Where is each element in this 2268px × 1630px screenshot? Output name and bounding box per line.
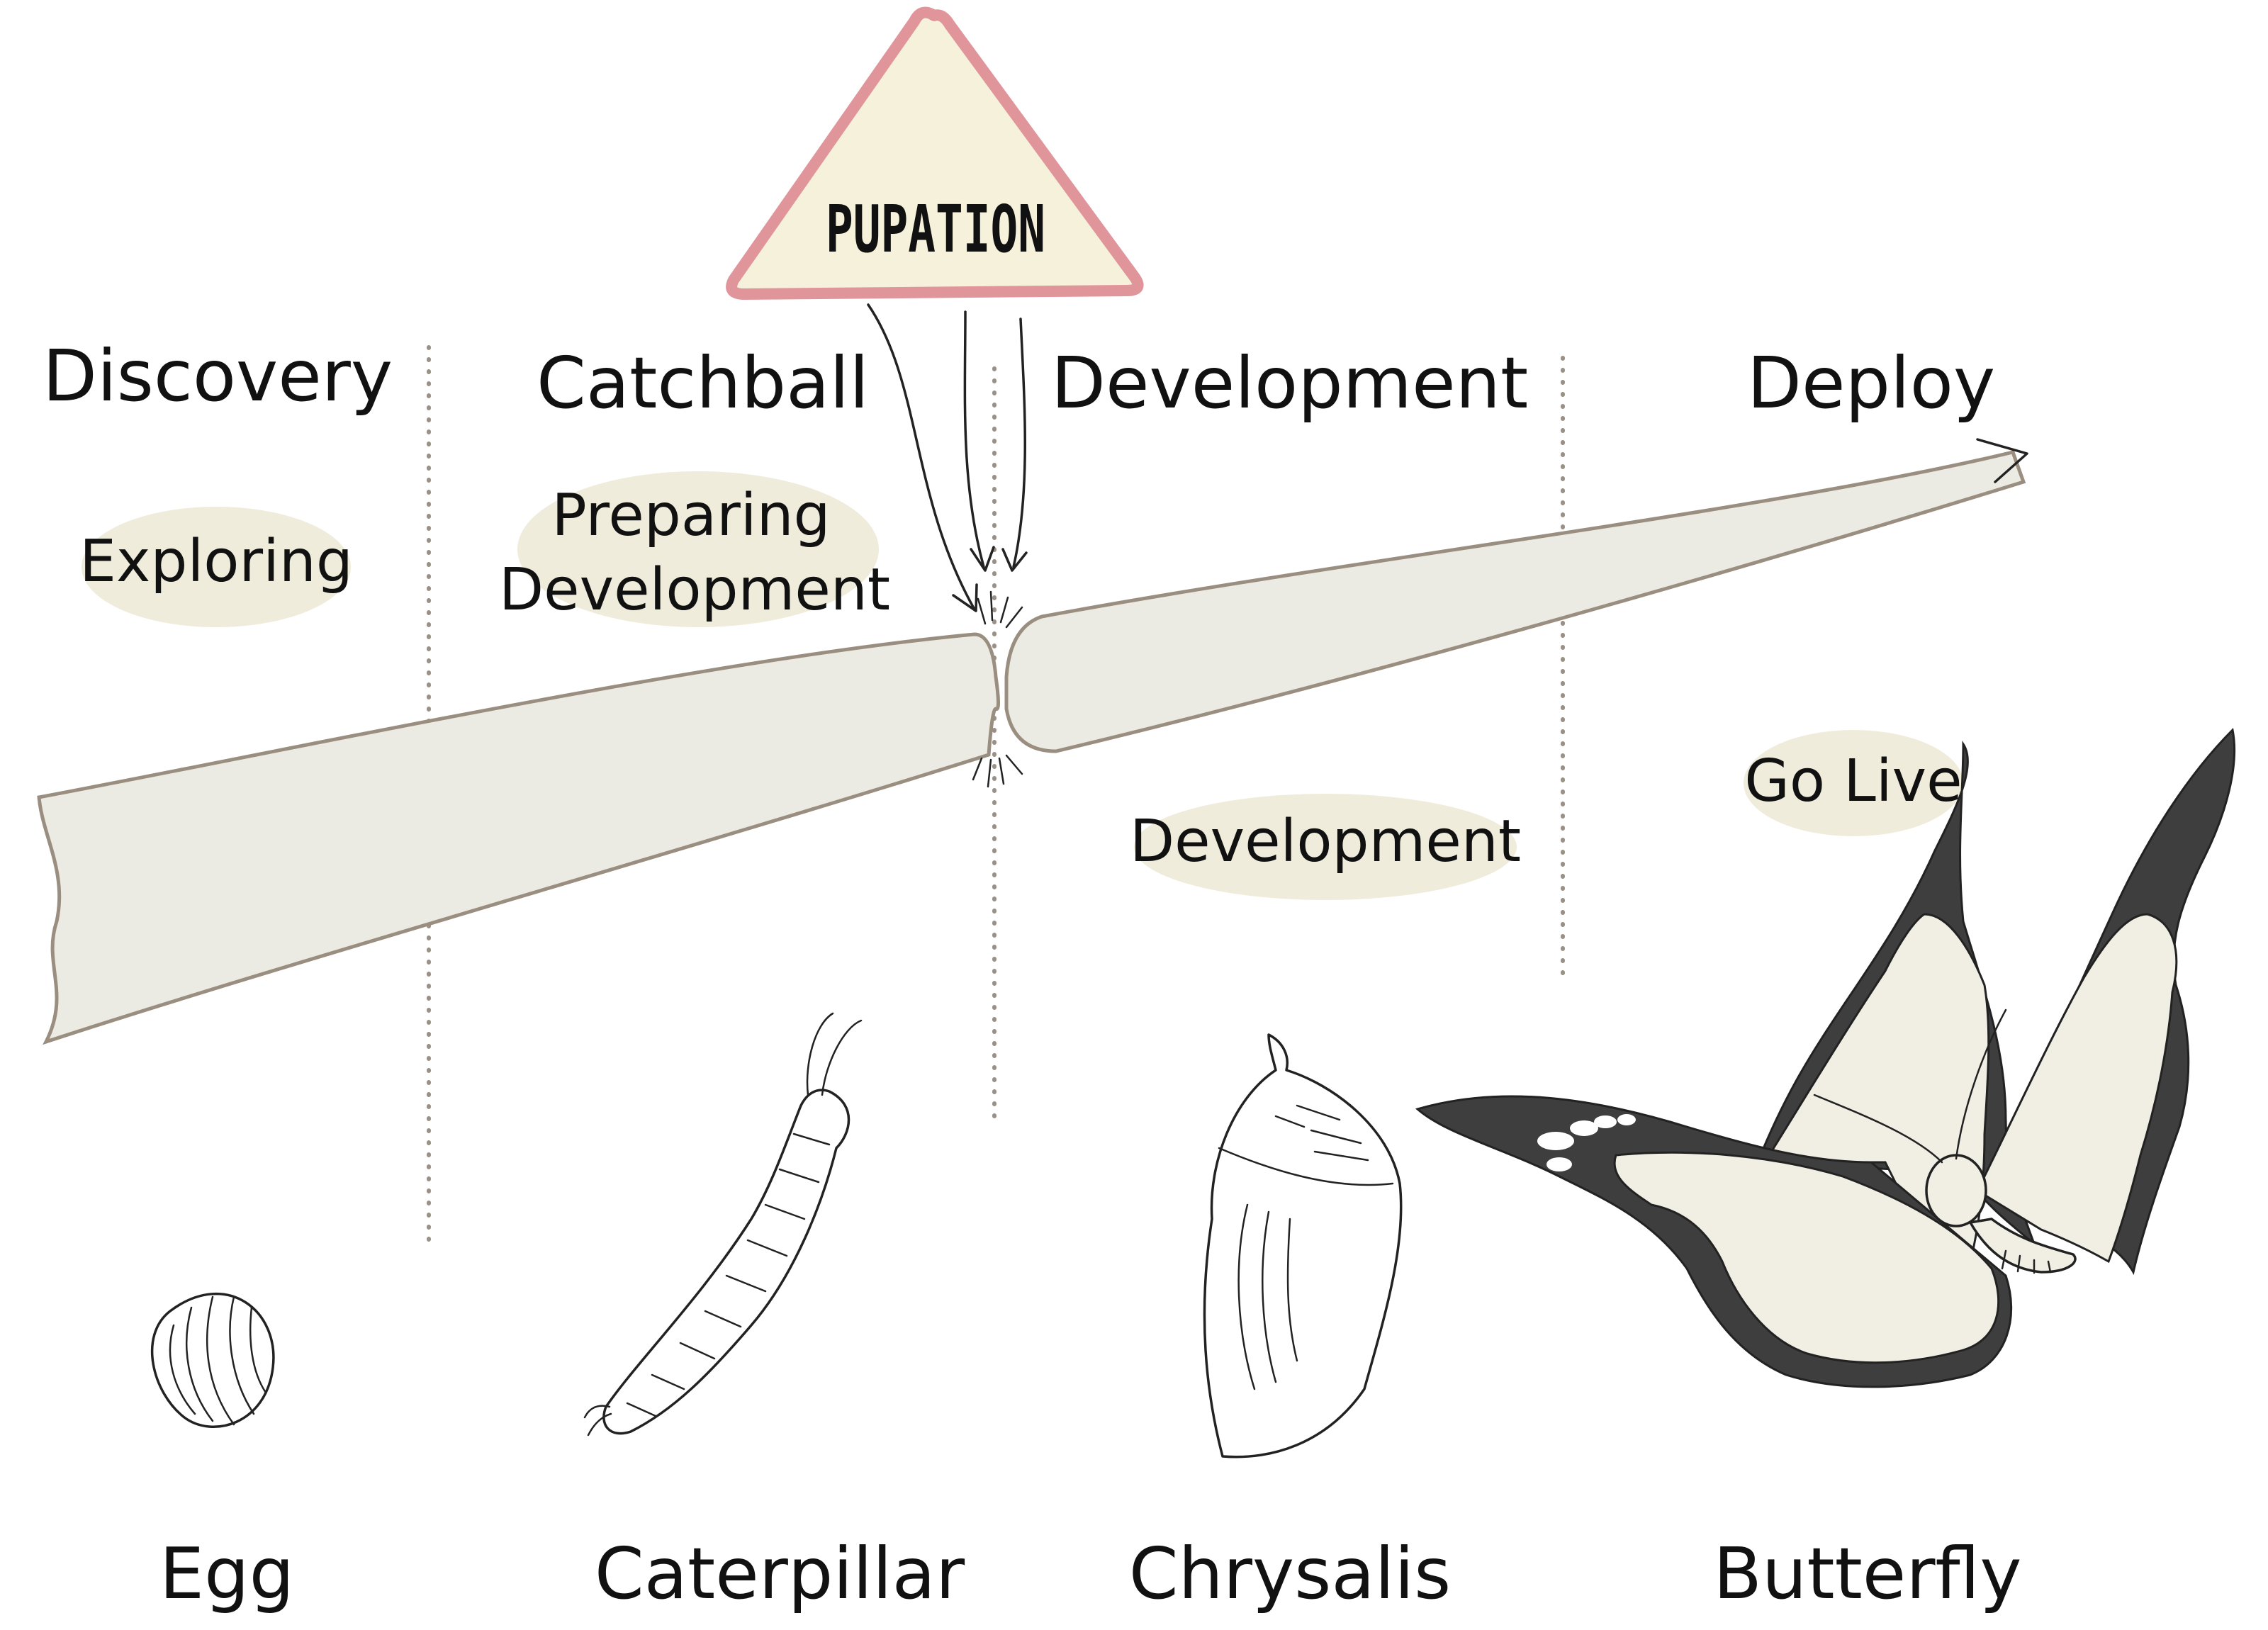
butterfly-left-wing — [1613, 1151, 2000, 1364]
butterfly-abdomen-icon — [1969, 1218, 2077, 1274]
pupation-arrow-left-icon — [867, 303, 978, 612]
activity-exploring-label: Exploring — [79, 528, 353, 595]
timeline-arrowhead-icon — [1976, 438, 2028, 483]
pupation-arrow-right-icon — [1001, 317, 1028, 572]
phase-headers: Discovery Catchball Development Deploy — [43, 335, 1995, 425]
caterpillar-icon — [583, 1012, 863, 1437]
pupation-arrows — [867, 303, 1028, 612]
stage-butterfly-label: Butterfly — [1713, 1532, 2021, 1615]
activity-preparing-label-line-2: Development — [499, 556, 890, 624]
phase-catchball-label: Catchball — [537, 342, 869, 425]
warning-triangle-icon — [726, 6, 1144, 300]
butterfly-icon — [1415, 727, 2236, 1388]
pupation-arrow-center-icon — [963, 310, 995, 572]
phase-discovery-label: Discovery — [43, 335, 393, 417]
stage-chrysalis-label: Chrysalis — [1129, 1532, 1452, 1615]
activity-development-label: Development — [1130, 808, 1521, 875]
band-right-segment — [1004, 450, 2026, 753]
chrysalis-icon — [1203, 1033, 1403, 1458]
activity-exploring-blob — [82, 507, 351, 627]
activity-preparing-blob — [517, 471, 879, 627]
activity-go-live-blob — [1744, 730, 1963, 836]
pupation-label: PUPATION — [826, 191, 1045, 267]
butterfly-upper-wing — [1976, 913, 2178, 1264]
egg-icon — [150, 1292, 275, 1428]
butterfly-thorax-icon — [1925, 1154, 1987, 1227]
activities: Exploring Preparing Development Developm… — [79, 471, 1963, 900]
pinch-hair-icon — [972, 590, 1023, 788]
stage-egg-label: Egg — [159, 1532, 294, 1615]
phase-dividers — [427, 345, 1565, 1249]
stage-labels: Egg Caterpillar Chrysalis Butterfly — [159, 1532, 2022, 1615]
phase-deploy-label: Deploy — [1747, 342, 1995, 425]
timeline-band — [37, 438, 2028, 1045]
stage-caterpillar-label: Caterpillar — [595, 1532, 965, 1615]
phase-development-label: Development — [1051, 342, 1528, 425]
pupation-warning-sign: PUPATION — [726, 6, 1144, 612]
activity-preparing-label-line-1: Preparing — [551, 482, 830, 549]
activity-go-live-label: Go Live — [1744, 748, 1962, 815]
band-left-segment — [37, 632, 1000, 1045]
activity-development-blob — [1134, 794, 1517, 900]
butterfly-antennae-icon — [1813, 1008, 2007, 1164]
